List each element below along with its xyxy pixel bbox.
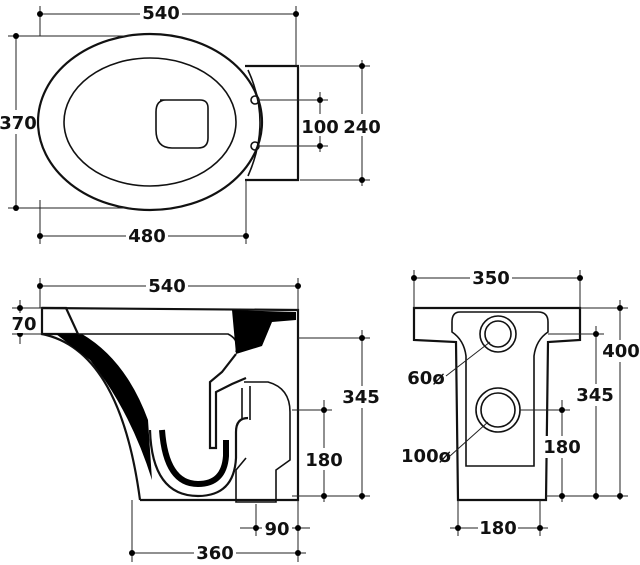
rear-view: 60ø 100ø 350 400 345 180 xyxy=(401,267,640,539)
seat-hinge-curve xyxy=(247,69,261,177)
dim-dot xyxy=(411,275,417,281)
dim-dot xyxy=(617,493,623,499)
label-bg xyxy=(574,384,616,406)
label-bg xyxy=(146,275,188,297)
dim-label-370: 370 xyxy=(0,113,37,134)
dim-dot xyxy=(295,283,301,289)
label-bg xyxy=(478,517,518,539)
top-view: 540 370 480 100 240 xyxy=(0,2,381,247)
trap-outer xyxy=(148,416,249,498)
dim-dot xyxy=(537,525,543,531)
water-spot-top xyxy=(155,99,209,149)
side-view: 540 70 345 180 90 xyxy=(6,275,382,564)
dim-dot xyxy=(129,550,135,556)
rear-outline xyxy=(412,306,582,502)
dim-dot xyxy=(359,493,365,499)
outlet-circle-outer xyxy=(475,387,521,433)
bowl-outline-top xyxy=(36,32,264,212)
dim-dot xyxy=(321,493,327,499)
dim-label-rear-180-bottom: 180 xyxy=(479,518,517,539)
label-bg xyxy=(343,114,381,136)
dim-dot xyxy=(593,331,599,337)
dim-label-100-diameter: 100ø xyxy=(401,446,451,467)
dim-label-top-540: 540 xyxy=(142,3,180,24)
dim-dot xyxy=(37,283,43,289)
dim-dot xyxy=(243,233,249,239)
dim-label-240: 240 xyxy=(343,117,381,138)
label-bg xyxy=(340,386,382,408)
dim-dot xyxy=(359,63,365,69)
label-bg xyxy=(470,267,512,289)
dim-dot xyxy=(295,525,301,531)
dim-label-360: 360 xyxy=(196,543,234,564)
inlet-circle-outer xyxy=(479,315,517,353)
leader-100 xyxy=(449,421,489,457)
dim-dot xyxy=(37,233,43,239)
label-bg xyxy=(0,110,36,134)
dim-dot xyxy=(455,525,461,531)
dim-label-400: 400 xyxy=(602,341,640,362)
dim-dot xyxy=(13,33,19,39)
dim-dot xyxy=(559,407,565,413)
outlet-pipe xyxy=(235,381,291,503)
leader-60 xyxy=(445,341,491,377)
label-bg xyxy=(6,313,38,333)
dim-dot xyxy=(617,305,623,311)
dim-dot xyxy=(13,205,19,211)
side-outline xyxy=(41,306,300,502)
dim-dot xyxy=(253,525,259,531)
dim-label-rear-180-vertical: 180 xyxy=(543,437,581,458)
front-rim xyxy=(40,306,80,336)
dim-label-side-540: 540 xyxy=(148,276,186,297)
trap-weir xyxy=(208,353,247,450)
rear-neck xyxy=(451,311,549,467)
inner-rim-top xyxy=(63,57,237,187)
front-curve xyxy=(41,332,142,501)
dim-dot xyxy=(321,407,327,413)
outlet-circle-inner xyxy=(480,392,516,428)
dim-label-60-diameter: 60ø xyxy=(407,368,444,389)
inlet-circle-inner xyxy=(484,320,512,348)
label-bg xyxy=(126,225,168,247)
dim-label-side-345: 345 xyxy=(342,387,380,408)
dim-dot xyxy=(295,550,301,556)
rear-block-top xyxy=(245,64,300,182)
front-wall-shade xyxy=(56,334,152,480)
trap-inner xyxy=(159,429,229,488)
dim-label-90: 90 xyxy=(264,519,289,540)
dim-dot xyxy=(559,493,565,499)
dim-dot xyxy=(17,305,23,311)
label-bg xyxy=(302,114,338,136)
dim-dot xyxy=(293,11,299,17)
label-bg xyxy=(542,436,582,458)
label-bg xyxy=(304,448,344,470)
dim-dot xyxy=(593,493,599,499)
rear-rim-shade xyxy=(232,310,296,354)
dim-dot xyxy=(577,275,583,281)
dim-dot xyxy=(359,335,365,341)
dim-label-350: 350 xyxy=(472,268,510,289)
label-bg xyxy=(194,542,236,564)
dim-dot xyxy=(317,143,323,149)
dim-dot xyxy=(317,97,323,103)
label-bg xyxy=(602,340,640,362)
dim-label-480: 480 xyxy=(128,226,166,247)
label-bg xyxy=(262,518,292,538)
dim-dot xyxy=(359,177,365,183)
dim-label-100: 100 xyxy=(301,117,339,138)
dim-label-70: 70 xyxy=(11,314,36,335)
dim-dot xyxy=(37,11,43,17)
label-bg xyxy=(140,2,182,24)
dim-label-side-180: 180 xyxy=(305,450,343,471)
dim-label-rear-345: 345 xyxy=(576,385,614,406)
